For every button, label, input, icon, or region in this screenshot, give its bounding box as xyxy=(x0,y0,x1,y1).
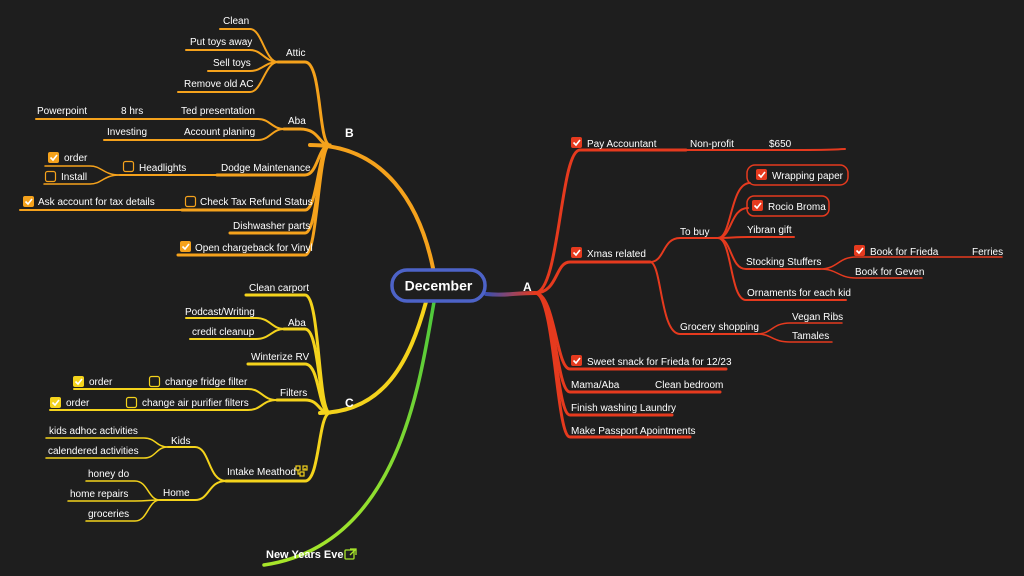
unchecked-box-icon[interactable] xyxy=(148,375,161,388)
node-remove-ac[interactable]: Remove old AC xyxy=(184,79,253,90)
checked-box-icon[interactable] xyxy=(48,152,59,163)
node-yibran-gift[interactable]: Yibran gift xyxy=(747,225,792,236)
node-adhoc[interactable]: kids adhoc activities xyxy=(49,426,138,437)
checked-box-icon[interactable] xyxy=(23,196,34,207)
node-xmas-related[interactable]: Xmas related xyxy=(587,249,646,260)
node-passport[interactable]: Make Passport Apointments xyxy=(571,426,696,437)
branch-b-label[interactable]: B xyxy=(345,126,354,140)
node-headlights[interactable]: Headlights xyxy=(139,163,186,174)
node-sell-toys[interactable]: Sell toys xyxy=(213,58,251,69)
node-attic[interactable]: Attic xyxy=(286,48,305,59)
node-fridge-filter[interactable]: change fridge filter xyxy=(165,377,248,388)
node-book-geven[interactable]: Book for Geven xyxy=(855,267,924,278)
branch-a-connector xyxy=(484,291,537,297)
node-put-toys-away[interactable]: Put toys away xyxy=(190,37,252,48)
node-intake[interactable]: Intake Meathod xyxy=(227,467,296,478)
root-label[interactable]: December xyxy=(405,278,473,294)
node-rocio-broma[interactable]: Rocio Broma xyxy=(768,202,826,213)
checked-box-icon[interactable] xyxy=(50,397,61,408)
node-home[interactable]: Home xyxy=(163,488,190,499)
node-wrapping-paper[interactable]: Wrapping paper xyxy=(772,171,844,182)
node-non-profit[interactable]: Non-profit xyxy=(690,139,734,150)
node-order-c1[interactable]: order xyxy=(89,377,113,388)
node-sweet-snack[interactable]: Sweet snack for Frieda for 12/23 xyxy=(587,357,732,368)
node-ornaments[interactable]: Ornaments for each kid xyxy=(747,288,851,299)
checked-box-icon[interactable] xyxy=(752,200,763,211)
node-winterize-rv[interactable]: Winterize RV xyxy=(251,352,309,363)
checked-box-icon[interactable] xyxy=(854,245,865,256)
branch-c-label[interactable]: C xyxy=(345,396,354,410)
checked-box-icon[interactable] xyxy=(571,355,582,366)
node-dodge[interactable]: Dodge Maintenance xyxy=(221,163,311,174)
branch-b-lines xyxy=(19,28,332,257)
node-grocery-shopping[interactable]: Grocery shopping xyxy=(680,322,759,333)
unchecked-box-icon[interactable] xyxy=(122,160,135,173)
unchecked-box-icon[interactable] xyxy=(125,396,138,409)
node-clean-bedroom[interactable]: Clean bedroom xyxy=(655,380,723,391)
node-kids[interactable]: Kids xyxy=(171,436,190,447)
node-ferries[interactable]: Ferries xyxy=(972,247,1003,258)
node-stocking-stuffers[interactable]: Stocking Stuffers xyxy=(746,257,821,268)
node-credit-cleanup[interactable]: credit cleanup xyxy=(192,327,255,338)
node-filters[interactable]: Filters xyxy=(280,388,307,399)
branch-a-label[interactable]: A xyxy=(523,280,532,294)
checked-box-icon[interactable] xyxy=(180,241,191,252)
node-aba-c[interactable]: Aba xyxy=(288,318,306,329)
node-clean-carport[interactable]: Clean carport xyxy=(249,283,309,294)
node-calendered[interactable]: calendered activities xyxy=(48,446,139,457)
node-groceries[interactable]: groceries xyxy=(88,509,129,520)
node-powerpoint[interactable]: Powerpoint xyxy=(37,106,87,117)
node-investing[interactable]: Investing xyxy=(107,127,147,138)
node-order-b[interactable]: order xyxy=(64,153,88,164)
node-order-c2[interactable]: order xyxy=(66,398,90,409)
node-aba-b[interactable]: Aba xyxy=(288,116,306,127)
node-book-frieda[interactable]: Book for Frieda xyxy=(870,247,939,258)
checked-box-icon[interactable] xyxy=(73,376,84,387)
node-amount[interactable]: $650 xyxy=(769,139,792,150)
branch-nye-connector xyxy=(262,300,436,567)
node-mama-aba[interactable]: Mama/Aba xyxy=(571,380,620,391)
node-vegan-ribs[interactable]: Vegan Ribs xyxy=(792,312,843,323)
node-honey-do[interactable]: honey do xyxy=(88,469,130,480)
node-ask-account[interactable]: Ask account for tax details xyxy=(38,197,155,208)
unchecked-box-icon[interactable] xyxy=(44,170,57,183)
node-home-repairs[interactable]: home repairs xyxy=(70,489,128,500)
node-tamales[interactable]: Tamales xyxy=(792,331,829,342)
root-node[interactable] xyxy=(390,268,487,303)
subflow-icon[interactable] xyxy=(295,465,308,477)
node-ted-presentation[interactable]: Ted presentation xyxy=(181,106,255,117)
checked-box-icon[interactable] xyxy=(571,247,582,258)
node-new-years-eve[interactable]: New Years Eve xyxy=(266,549,343,561)
rocio-broma-frame xyxy=(746,195,830,217)
node-pay-accountant[interactable]: Pay Accountant xyxy=(587,139,657,150)
branch-c-connector xyxy=(318,300,428,415)
branch-b-connector xyxy=(308,143,435,270)
node-tax-refund[interactable]: Check Tax Refund Status xyxy=(200,197,313,208)
branch-a-lines xyxy=(533,148,1003,439)
node-laundry[interactable]: Finish washing Laundry xyxy=(571,403,676,414)
node-dishwasher[interactable]: Dishwasher parts xyxy=(233,221,310,232)
node-to-buy[interactable]: To buy xyxy=(680,227,709,238)
external-link-icon[interactable] xyxy=(344,548,357,560)
node-air-purifier[interactable]: change air purifier filters xyxy=(142,398,249,409)
checked-box-icon[interactable] xyxy=(571,137,582,148)
node-account-planing[interactable]: Account planing xyxy=(184,127,255,138)
node-8-hrs[interactable]: 8 hrs xyxy=(121,106,143,117)
node-clean[interactable]: Clean xyxy=(223,16,249,27)
node-install[interactable]: Install xyxy=(61,172,87,183)
node-chargeback[interactable]: Open chargeback for Vinyl xyxy=(195,243,313,254)
wrapping-paper-frame xyxy=(746,164,849,186)
checked-box-icon[interactable] xyxy=(756,169,767,180)
node-podcast[interactable]: Podcast/Writing xyxy=(185,307,255,318)
branch-c-lines xyxy=(45,293,332,522)
unchecked-box-icon[interactable] xyxy=(184,195,197,208)
